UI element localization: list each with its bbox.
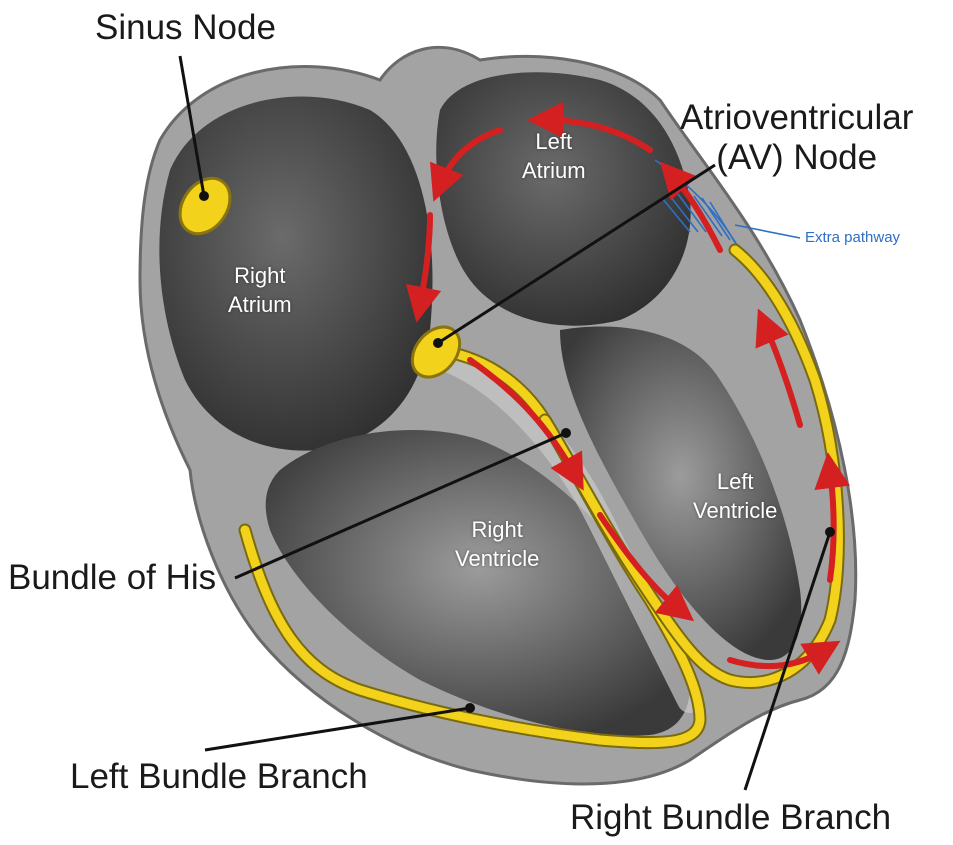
sinus-node-label: Sinus Node xyxy=(95,8,276,48)
right-atrium-label-line2: Atrium xyxy=(228,291,292,320)
left-atrium-label: Left Atrium xyxy=(522,128,586,185)
left-atrium-label-line2: Atrium xyxy=(522,157,586,186)
right-ventricle-label-line1: Right xyxy=(455,516,539,545)
left-bundle-branch-label: Left Bundle Branch xyxy=(70,757,368,797)
right-atrium-label: Right Atrium xyxy=(228,262,292,319)
av-node-label-line2: (AV) Node xyxy=(680,138,913,178)
right-ventricle-label-line2: Ventricle xyxy=(455,545,539,574)
left-ventricle-label: Left Ventricle xyxy=(693,468,777,525)
right-atrium-label-line1: Right xyxy=(228,262,292,291)
right-ventricle-label: Right Ventricle xyxy=(455,516,539,573)
av-node-label-line1: Atrioventricular xyxy=(680,98,913,138)
extra-pathway-label: Extra pathway xyxy=(805,229,900,246)
left-ventricle-label-line2: Ventricle xyxy=(693,497,777,526)
right-atrium-cavity xyxy=(159,97,432,451)
bundle-of-his-label: Bundle of His xyxy=(8,558,216,598)
av-node-label: Atrioventricular (AV) Node xyxy=(680,98,913,179)
right-bundle-branch-label: Right Bundle Branch xyxy=(570,798,891,838)
left-atrium-label-line1: Left xyxy=(522,128,586,157)
left-ventricle-label-line1: Left xyxy=(693,468,777,497)
